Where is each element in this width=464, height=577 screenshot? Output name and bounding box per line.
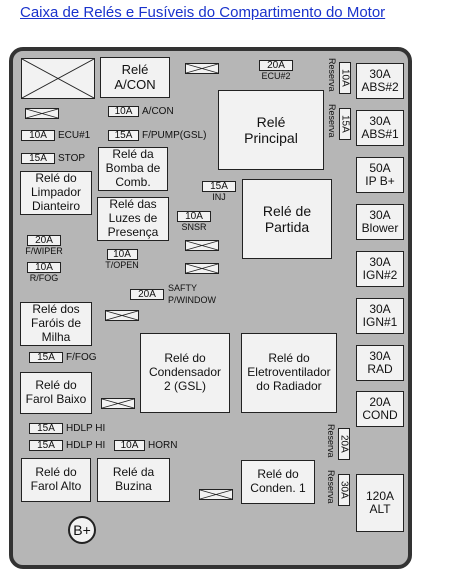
fuse-label: F/WIPER (25, 246, 63, 256)
fuse-fpump: 15A F/PUMP(GSL) (108, 130, 206, 141)
fuse-rating: 10A (108, 106, 139, 117)
reserve-label: Reserva (326, 470, 336, 504)
empty-relay-slot (21, 58, 95, 99)
fuse-label: ECU#1 (58, 130, 91, 141)
reserve-fuse-30a: 30A (338, 474, 350, 506)
fuse-label: INJ (212, 192, 226, 202)
reserve-fuse-15a: 15A (339, 108, 351, 140)
fuse-label: T/OPEN (105, 260, 139, 270)
fuse-topen: 10A T/OPEN (104, 249, 140, 270)
fuse-label: A/CON (142, 106, 174, 117)
fuse-rating: 15A (202, 181, 236, 192)
fuse-fwiper: 20A F/WIPER (24, 235, 64, 256)
reserve-fuse-20a: 20A (338, 428, 350, 460)
fuse-rating: 15A (29, 352, 63, 363)
reserve-label: Reserva (326, 424, 336, 458)
spare-fuse-slot (101, 398, 135, 409)
fuse-ffog: 15A F/FOG (29, 352, 97, 363)
fuse-safty: 20A (130, 289, 164, 300)
spare-fuse-slot (185, 240, 219, 251)
fuse-label: SAFTY (168, 283, 198, 293)
fuse-label: STOP (58, 153, 86, 164)
fuse-rating: 15A (29, 440, 63, 451)
fuse-rating: 10A (114, 440, 145, 451)
fuse-acon: 10A A/CON (108, 106, 174, 117)
fuse-rating: 10A (177, 211, 211, 222)
fuse-hdlp-hi-2: 15A HDLP HI (29, 440, 105, 451)
fuse-rfog: 10A R/FOG (24, 262, 64, 283)
fuse-stop: 15A STOP (21, 153, 85, 164)
fuse-rating: 20A (130, 289, 164, 300)
reserve-label: Reserva (327, 104, 337, 138)
fuse-label: F/PUMP(GSL) (142, 130, 207, 141)
fuse-label: SNSR (181, 222, 207, 232)
spare-fuse-slot (25, 108, 59, 119)
fuse-label: HDLP HI (66, 423, 106, 434)
fuse-label: R/FOG (29, 273, 59, 283)
page-title-link[interactable]: Caixa de Relés e Fusíveis do Compartimen… (20, 4, 386, 21)
reserve-label: Reserva (327, 58, 337, 92)
fuse-rating: 20A (259, 60, 293, 71)
fuse-label: P/WINDOW (168, 295, 216, 305)
battery-positive-terminal: B+ (68, 516, 96, 544)
fuse-label: HDLP HI (66, 440, 106, 451)
spare-fuse-slot (185, 263, 219, 274)
fuse-ecu2: 20A ECU#2 (256, 60, 296, 81)
fuse-rating: 20A (27, 235, 61, 246)
reserve-fuse-10a: 10A (339, 62, 351, 94)
fuse-rating: 10A (106, 249, 138, 260)
fuse-rating: 15A (29, 423, 63, 434)
fuse-rating: 15A (21, 153, 55, 164)
fuse-label: ECU#2 (261, 71, 291, 81)
fuse-inj: 15A INJ (202, 181, 236, 202)
fuse-rating: 10A (27, 262, 61, 273)
spare-fuse-slot (185, 63, 219, 74)
fuse-rating: 15A (108, 130, 139, 141)
spare-fuse-slot (199, 489, 233, 500)
fuse-rating: 10A (21, 130, 55, 141)
fuse-snsr: 10A SNSR (177, 211, 211, 232)
fuse-label: HORN (148, 440, 178, 451)
fuse-hdlp-hi-1: 15A HDLP HI (29, 423, 105, 434)
fuse-label: F/FOG (66, 352, 97, 363)
fuse-ecu1: 10A ECU#1 (21, 130, 90, 141)
fuse-horn: 10A HORN (114, 440, 177, 451)
spare-fuse-slot (105, 310, 139, 321)
